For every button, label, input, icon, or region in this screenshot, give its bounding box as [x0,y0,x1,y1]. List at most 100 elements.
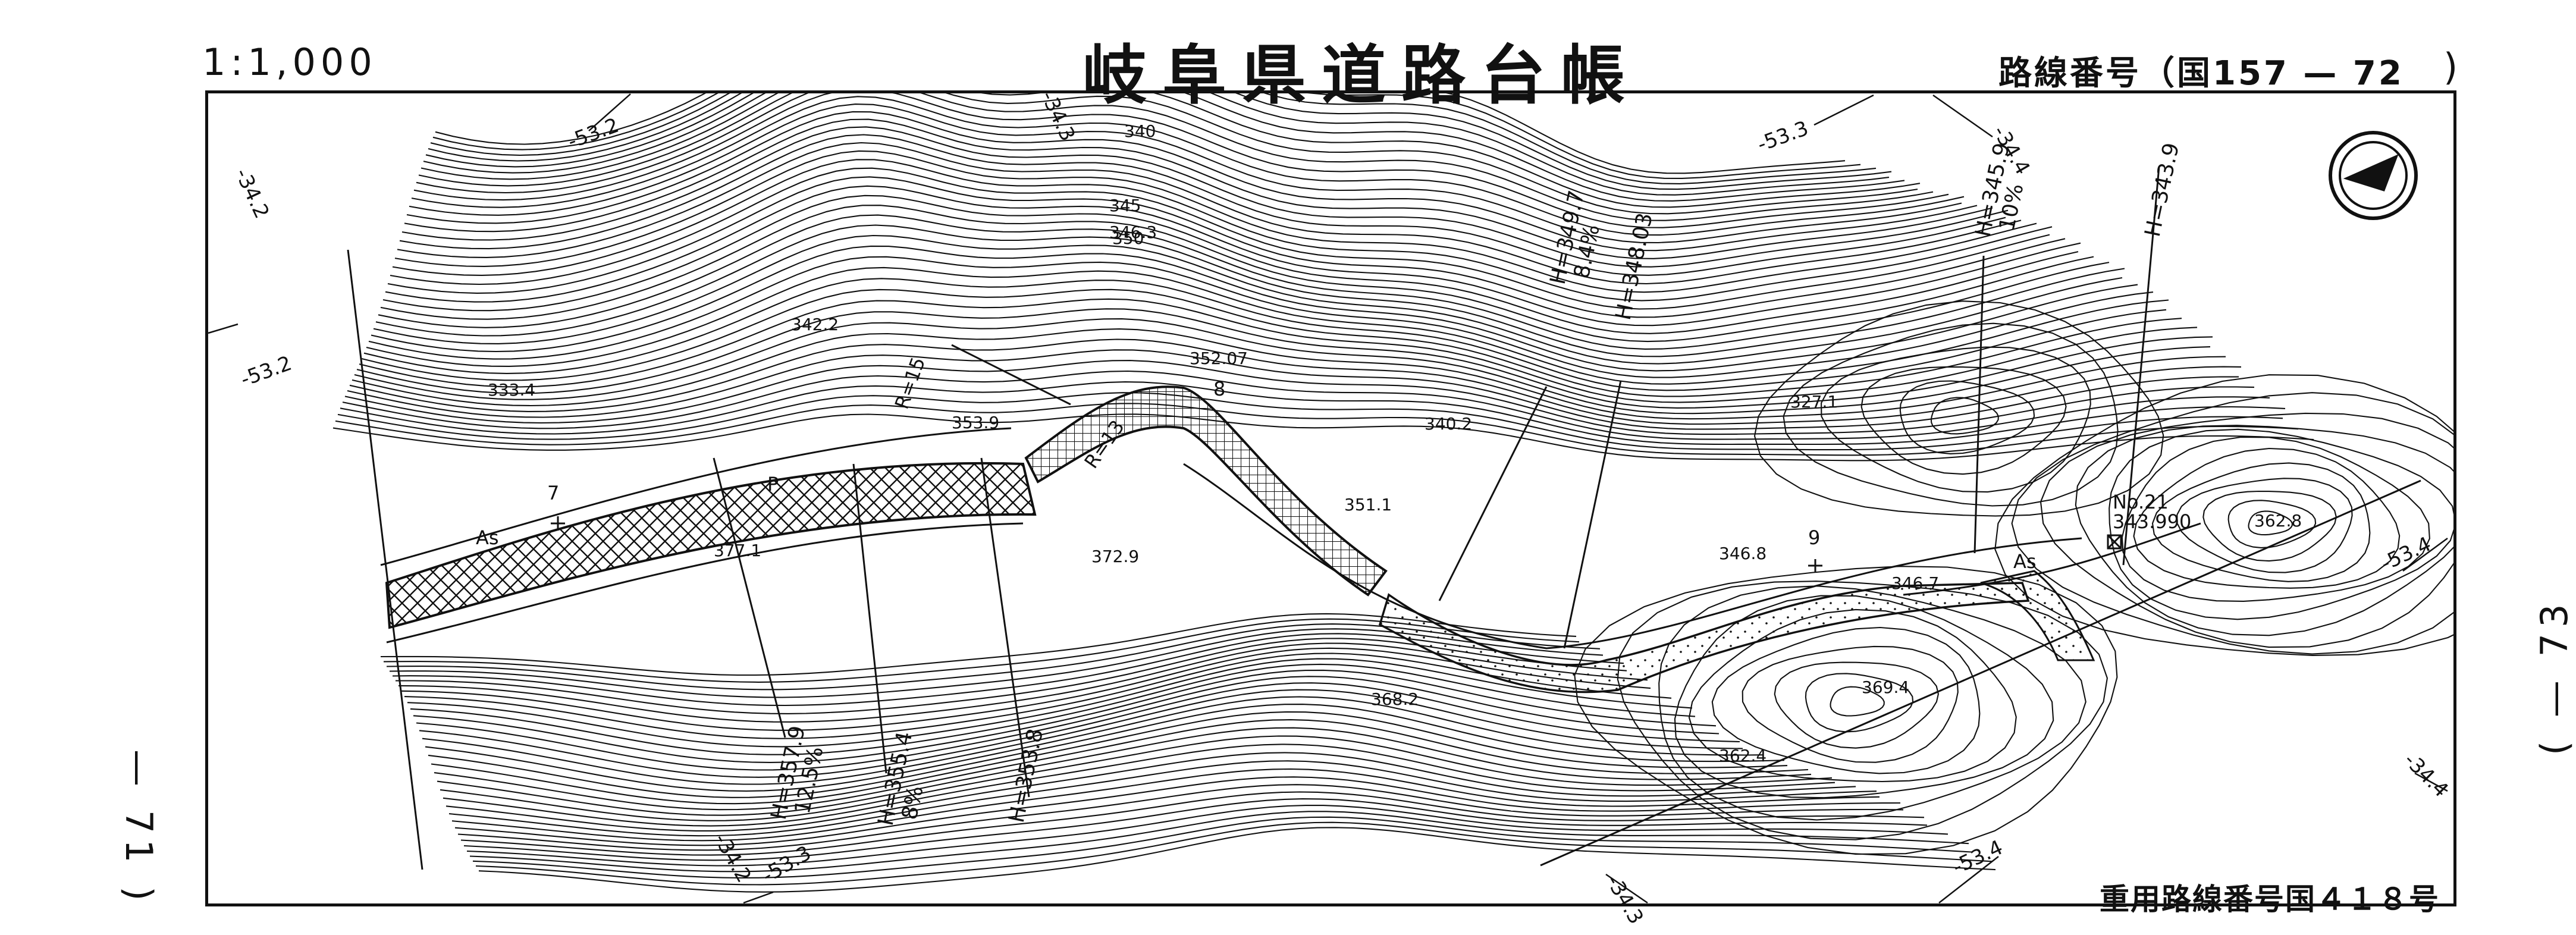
contour-line [332,413,2314,462]
map-scale: 1:1,000 [202,40,377,84]
road-grid-bridge [1024,385,1388,597]
contour-line [399,134,2006,276]
grid-label: -53.2 [237,352,294,392]
hill-contour [2133,447,2401,589]
contour-label: 369.4 [1862,677,1909,697]
contour-line [363,278,2167,391]
contour-line [380,205,2094,343]
contour-line [422,689,1743,785]
contour-line [354,318,2211,415]
contour-line [428,704,1785,798]
hill-contour [1805,673,1914,733]
contour-line [368,256,2154,378]
contour-line [371,245,2138,372]
contour-line [421,93,1921,208]
contour-line [356,308,2213,409]
hill-contour [2176,478,2353,573]
contour-line [430,93,1877,184]
map-symbol: As [476,526,499,549]
contour-line [404,118,1993,259]
contour-line [469,811,1969,873]
hill-contour [1860,366,2067,475]
contour-line [387,176,2066,318]
contour-label: 342.2 [791,315,839,334]
contour-line [418,93,1918,215]
contour-label: 345 [1109,196,1141,215]
grid-label: -34.4 [2399,748,2453,802]
contour-line [380,613,1577,676]
contour-label: 340 [1124,121,1156,141]
contour-line [385,185,2081,327]
contour-line [416,676,1720,771]
contour-line [407,658,1693,748]
contour-line [394,150,2037,293]
overlap-route-number: 重用路線番号国４１８号 [2100,882,2440,917]
hill-contour [1899,380,2035,454]
hill-contour [1574,566,2118,855]
contour-line [392,159,2053,302]
contour-line [342,370,2270,440]
map-symbol: As [2013,550,2037,573]
contour-line [419,682,1740,778]
road-dotted-junction [1980,570,2095,661]
contour-line [478,827,1996,893]
contour-line [361,288,2182,397]
contour-label: 346.3 [1109,222,1157,242]
benchmark-name: No.21 [2113,491,2169,513]
hill-contour [2248,510,2293,536]
hill-contour [1821,346,2091,493]
hill-contour [1688,608,2017,783]
hill-contour [2202,490,2337,562]
contour-label: 333.4 [488,380,535,400]
hill-contours [1574,300,2453,855]
hill-contour [2109,428,2453,620]
hill-contour [1658,585,2086,821]
benchmark-height: 343.990 [2113,510,2191,533]
hill-contour [1994,374,2453,656]
grid-label: -34.3 [1601,871,1648,928]
contour-line [432,93,1861,179]
north-arrow-icon [2329,131,2418,220]
contour-label: 352.07 [1190,349,1248,368]
hill-contour [1711,626,1981,774]
hill-contour [1930,397,1999,435]
contour-label: 340.2 [1425,414,1472,434]
sheet-boundary-lines [347,249,2421,870]
hill-contour [1783,322,2119,507]
map-symbol: R=15 [890,354,930,412]
map-frame [205,90,2456,906]
contour-line [460,791,1925,856]
hill-contour [1830,686,1885,717]
contour-line [366,266,2169,385]
contour-label: 353.9 [952,413,999,432]
contour-line [425,93,1890,196]
station-mark: 7 [547,482,559,504]
contour-line [435,93,1846,174]
contour-label: 362.4 [1719,746,1767,765]
contour-line [382,194,2079,334]
contour-label: 372.9 [1091,547,1139,566]
contour-line [443,743,1835,827]
contour-line [475,821,1993,886]
contour-line [340,381,2286,445]
contour-line [437,727,1812,816]
station-ticks [551,516,1822,572]
contour-line [434,719,1809,811]
route-number: 路線番号（国157 — 72 [1998,54,2404,93]
hill-contour [2011,392,2453,655]
contour-line [425,696,1764,792]
contour-label: 377.1 [714,541,761,560]
station-mark: 8 [1213,378,1225,400]
contour-line [466,805,1949,867]
contour-line [440,735,1833,821]
contour-line [401,126,2009,268]
contour-label: 327.1 [1790,392,1838,412]
hill-contour [2040,412,2453,648]
contour-line [378,214,2110,350]
contour-line [337,392,2283,451]
contour-line [352,328,2226,420]
contour-line [451,768,1880,842]
contour-label: 346.7 [1891,573,1939,593]
contour-line [349,338,2242,425]
